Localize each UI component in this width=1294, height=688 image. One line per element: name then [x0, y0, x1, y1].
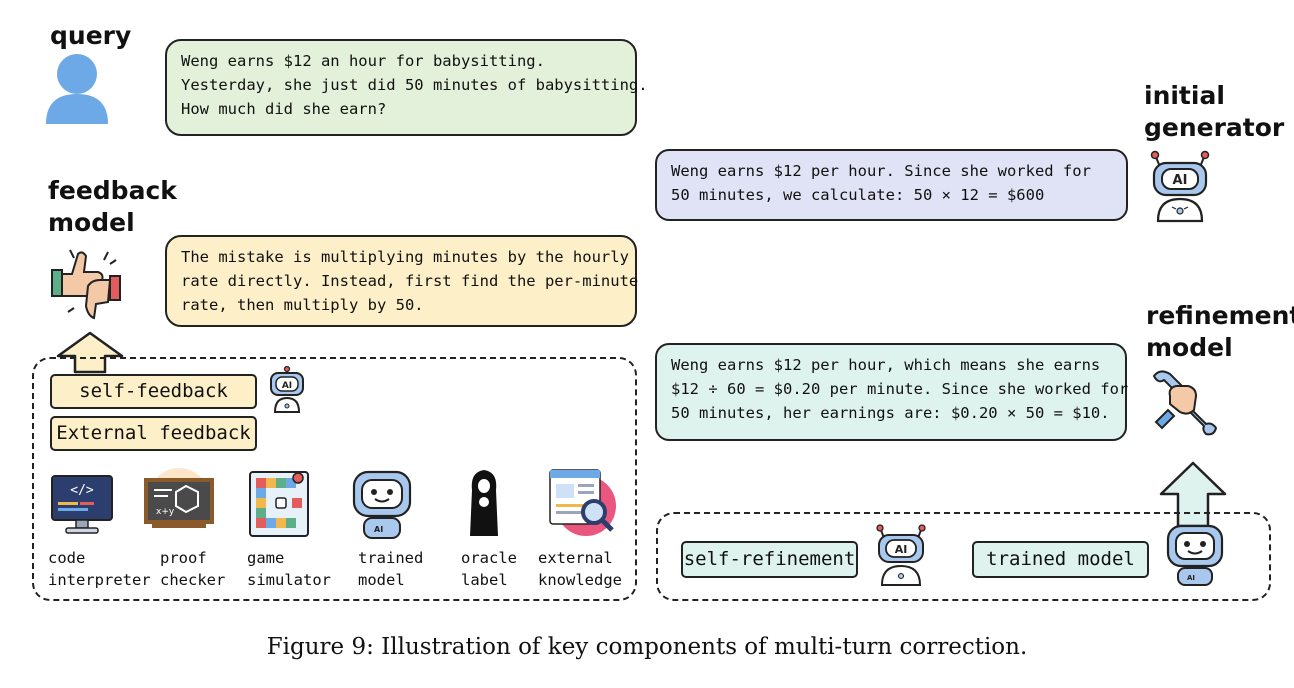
refinement-sources-container [656, 512, 1271, 601]
tool-label-line: code [48, 549, 86, 567]
refinement-model-heading-line2: model [1146, 333, 1233, 362]
oracle-icon [470, 470, 498, 536]
proof-checker-icon: x+y [144, 468, 214, 528]
feedback-model-heading-line1: feedback [48, 176, 177, 205]
robot-icon-self-refinement: AI [876, 524, 926, 586]
tool-label-line: external [538, 549, 613, 567]
query-line: Yesterday, she just did 50 minutes of ba… [181, 76, 648, 94]
initial-answer-box: Weng earns $12 per hour. Since she worke… [655, 149, 1128, 221]
feedback-sources-container [32, 357, 637, 601]
svg-text:x+y: x+y [156, 507, 175, 517]
tool-label-line: checker [160, 571, 226, 589]
query-line: Weng earns $12 an hour for babysitting. [181, 52, 545, 70]
initial-answer-line: 50 minutes, we calculate: 50 × 12 = $600 [671, 186, 1045, 204]
svg-text:</>: </> [70, 483, 94, 498]
refined-answer-box: Weng earns $12 per hour, which means she… [655, 343, 1129, 441]
trained-model-pill: trained model [972, 541, 1149, 578]
refinement-model-heading-line1: refinement [1146, 301, 1294, 330]
initial-generator-robot-icon: AI [1150, 150, 1210, 223]
user-icon [46, 54, 108, 124]
feedback-model-heading-line2: model [48, 208, 135, 237]
tool-label-line: proof [160, 549, 207, 567]
external-feedback-pill: External feedback [50, 416, 257, 451]
figure-caption: Figure 9: Illustration of key components… [266, 634, 1028, 660]
refined-answer-line: Weng earns $12 per hour, which means she… [671, 356, 1101, 374]
tool-label-line: interpreter [48, 571, 151, 589]
query-box: Weng earns $12 an hour for babysitting. … [165, 39, 648, 136]
feedback-model-heading: feedback model [48, 175, 177, 239]
initial-generator-heading-line2: generator [1144, 113, 1285, 142]
feedback-line: The mistake is multiplying minutes by th… [181, 248, 629, 266]
trained-model-icon: AI [352, 470, 412, 539]
refined-answer-line: 50 minutes, her earnings are: $0.20 × 50… [671, 404, 1110, 422]
code-interpreter-icon: </> [51, 475, 113, 534]
up-arrow-refinement [1159, 461, 1227, 528]
tool-label-line: model [358, 571, 405, 589]
svg-text:AI: AI [1187, 574, 1195, 582]
svg-text:AI: AI [895, 543, 908, 556]
refinement-model-heading: refinement model [1146, 300, 1294, 364]
self-refinement-pill: self-refinement [681, 541, 858, 578]
external-knowledge-icon [549, 469, 616, 536]
initial-generator-heading: initial generator [1144, 80, 1284, 144]
tool-label-line: label [461, 571, 508, 589]
svg-text:AI: AI [1173, 173, 1188, 188]
self-feedback-pill: self-feedback [50, 374, 257, 409]
tool-label-trained-model: trained model [358, 547, 423, 591]
wrench-icon [1152, 370, 1218, 436]
feedback-line: rate directly. Instead, first find the p… [181, 272, 639, 290]
tool-label-code-interpreter: code interpreter [48, 547, 151, 591]
tool-label-line: simulator [247, 571, 331, 589]
tool-label-line: game [247, 549, 285, 567]
robot-icon-trained-model: AI [1166, 524, 1224, 586]
tool-label-proof-checker: proof checker [160, 547, 225, 591]
tool-label-oracle-label: oracle label [461, 547, 517, 591]
robot-icon-small: AI [270, 366, 304, 413]
query-heading: query [50, 21, 132, 50]
svg-text:AI: AI [374, 525, 383, 534]
feedback-line: rate, then multiply by 50. [181, 296, 424, 314]
refined-answer-line: $12 ÷ 60 = $0.20 per minute. Since she w… [671, 380, 1129, 398]
initial-answer-line: Weng earns $12 per hour. Since she worke… [671, 162, 1091, 180]
svg-text:AI: AI [282, 381, 292, 391]
tool-label-external-knowledge: external knowledge [538, 547, 622, 591]
feedback-box: The mistake is multiplying minutes by th… [165, 235, 639, 327]
game-simulator-icon [249, 471, 309, 537]
tool-label-line: trained [358, 549, 424, 567]
initial-generator-heading-line1: initial [1144, 81, 1225, 110]
thumbs-up-down-icon [51, 249, 121, 320]
tool-label-line: knowledge [538, 571, 622, 589]
tool-label-line: oracle [461, 549, 517, 567]
query-line: How much did she earn? [181, 100, 387, 118]
tool-label-game-simulator: game simulator [247, 547, 331, 591]
